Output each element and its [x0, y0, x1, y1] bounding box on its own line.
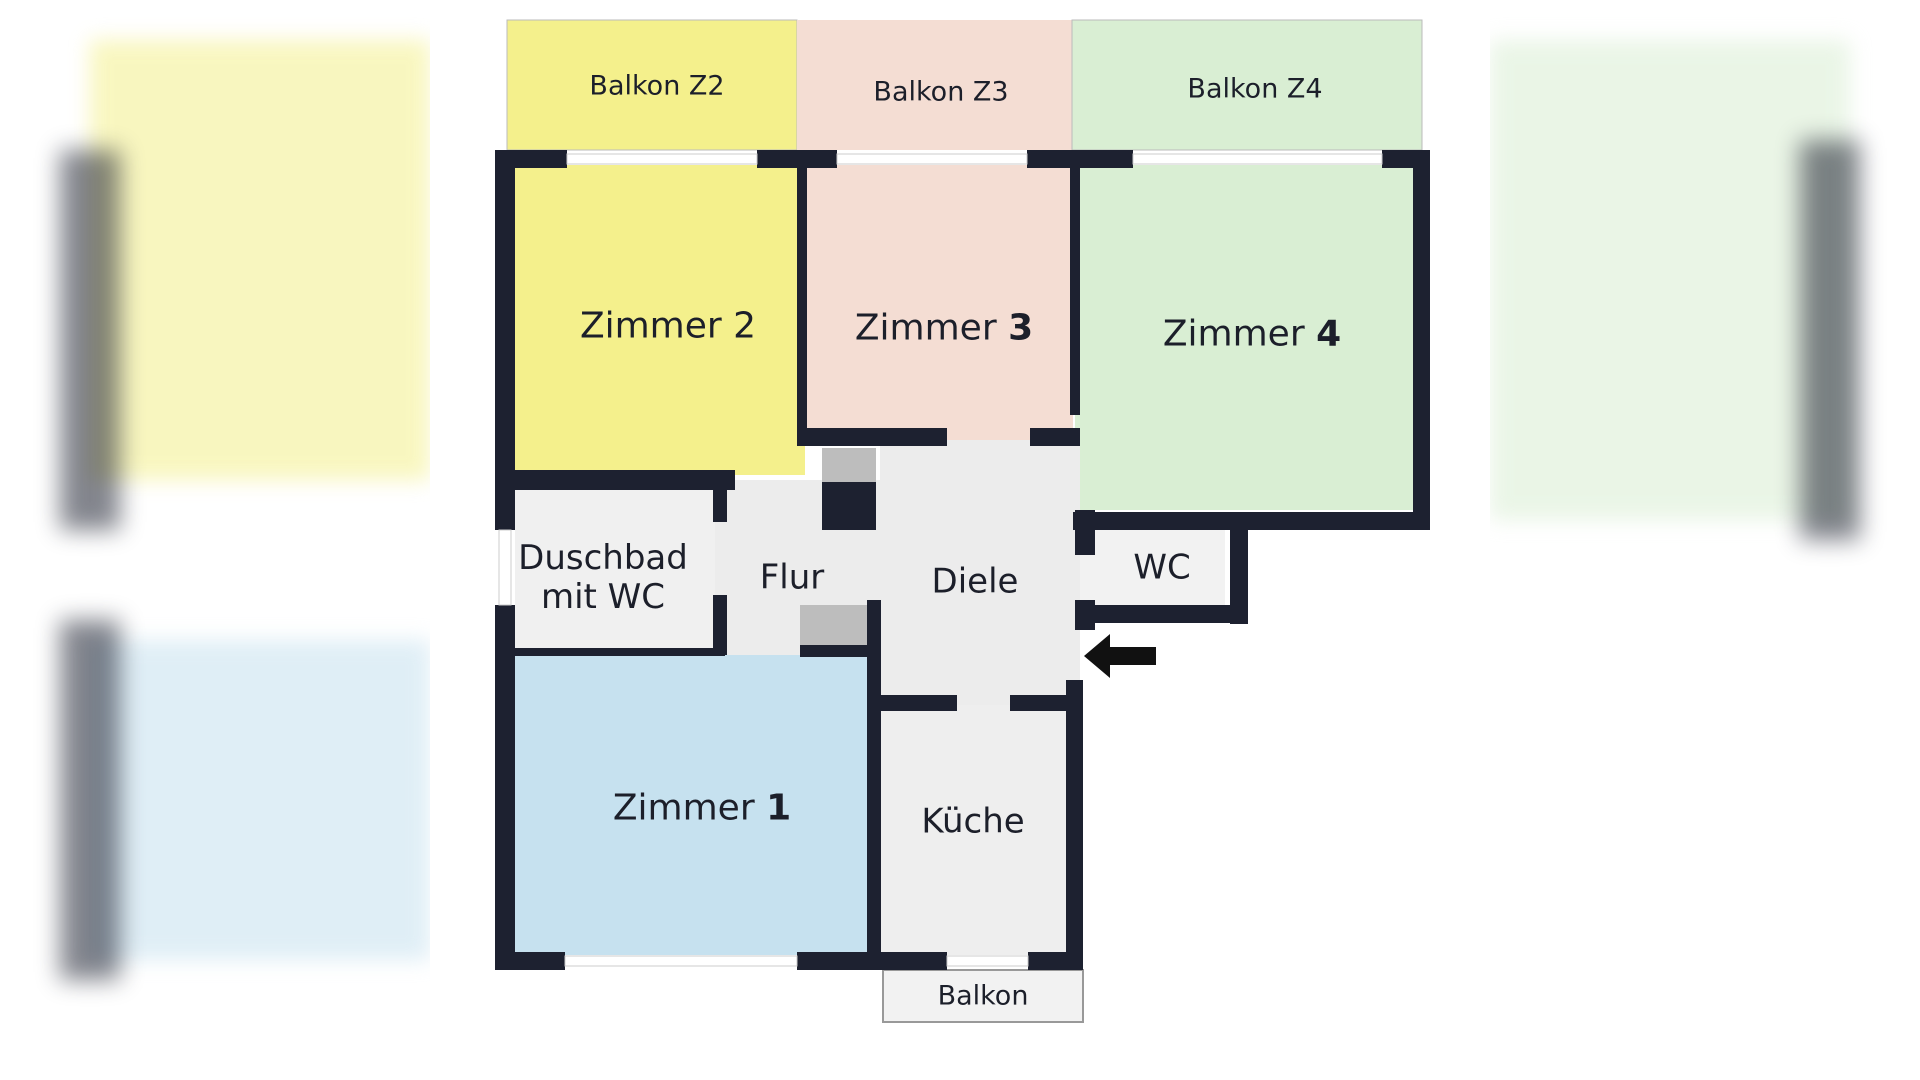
arrow-left-icon [1084, 634, 1156, 678]
walls [495, 150, 1430, 970]
label-balkon-z3: Balkon Z3 [873, 76, 1009, 108]
floor-plan-drawing [495, 19, 1430, 1023]
label-zimmer3-prefix: Zimmer [854, 307, 997, 349]
label-zimmer1: Zimmer 1 [613, 787, 791, 828]
label-flur: Flur [759, 557, 825, 598]
label-duschbad-line2: mit WC [540, 577, 666, 617]
shaft-block [822, 448, 876, 482]
diele-area [880, 440, 1080, 705]
label-zimmer3: Zimmer 3 [855, 307, 1033, 348]
backdrop-wall [60, 620, 120, 980]
shaft-block [800, 605, 868, 645]
backdrop-wall [60, 150, 120, 530]
label-zimmer4-prefix: Zimmer [1162, 313, 1305, 355]
label-zimmer1-number: 1 [766, 787, 792, 829]
floor-plan: Balkon Z2 Balkon Z3 Balkon Z4 Zimmer 2 Z… [430, 0, 1490, 1080]
label-diele: Diele [931, 561, 1019, 602]
label-duschbad: Duschbad mit WC [518, 537, 688, 617]
label-zimmer4: Zimmer 4 [1163, 313, 1341, 354]
backdrop-left-yellow [90, 40, 430, 480]
label-duschbad-line1: Duschbad [518, 537, 688, 578]
wc-area [1080, 530, 1225, 605]
duschbad-area [515, 480, 725, 650]
kueche-area [880, 705, 1075, 955]
label-wc: WC [1133, 547, 1191, 588]
backdrop-right-green [1490, 40, 1850, 520]
label-zimmer3-number: 3 [1008, 307, 1034, 349]
backdrop-wall [1800, 140, 1860, 540]
label-zimmer1-prefix: Zimmer [612, 787, 755, 829]
label-balkon-z2: Balkon Z2 [589, 70, 725, 102]
balkon-z4-area [1071, 19, 1423, 151]
label-zimmer4-number: 4 [1316, 313, 1342, 355]
zimmer4-area [1075, 165, 1420, 510]
zimmer3-area [805, 165, 1073, 445]
balkon-z2-area [506, 19, 798, 151]
zimmer2-area [515, 165, 805, 475]
label-balkon: Balkon [937, 980, 1029, 1012]
zimmer1-area [515, 655, 875, 955]
label-balkon-z4: Balkon Z4 [1187, 73, 1323, 105]
label-zimmer2: Zimmer 2 [579, 305, 757, 347]
windows [498, 153, 1383, 967]
backdrop-left-blue [90, 640, 430, 960]
balkon-z3-area [797, 20, 1072, 150]
balkon-area [882, 969, 1084, 1023]
label-kueche: Küche [921, 801, 1025, 842]
